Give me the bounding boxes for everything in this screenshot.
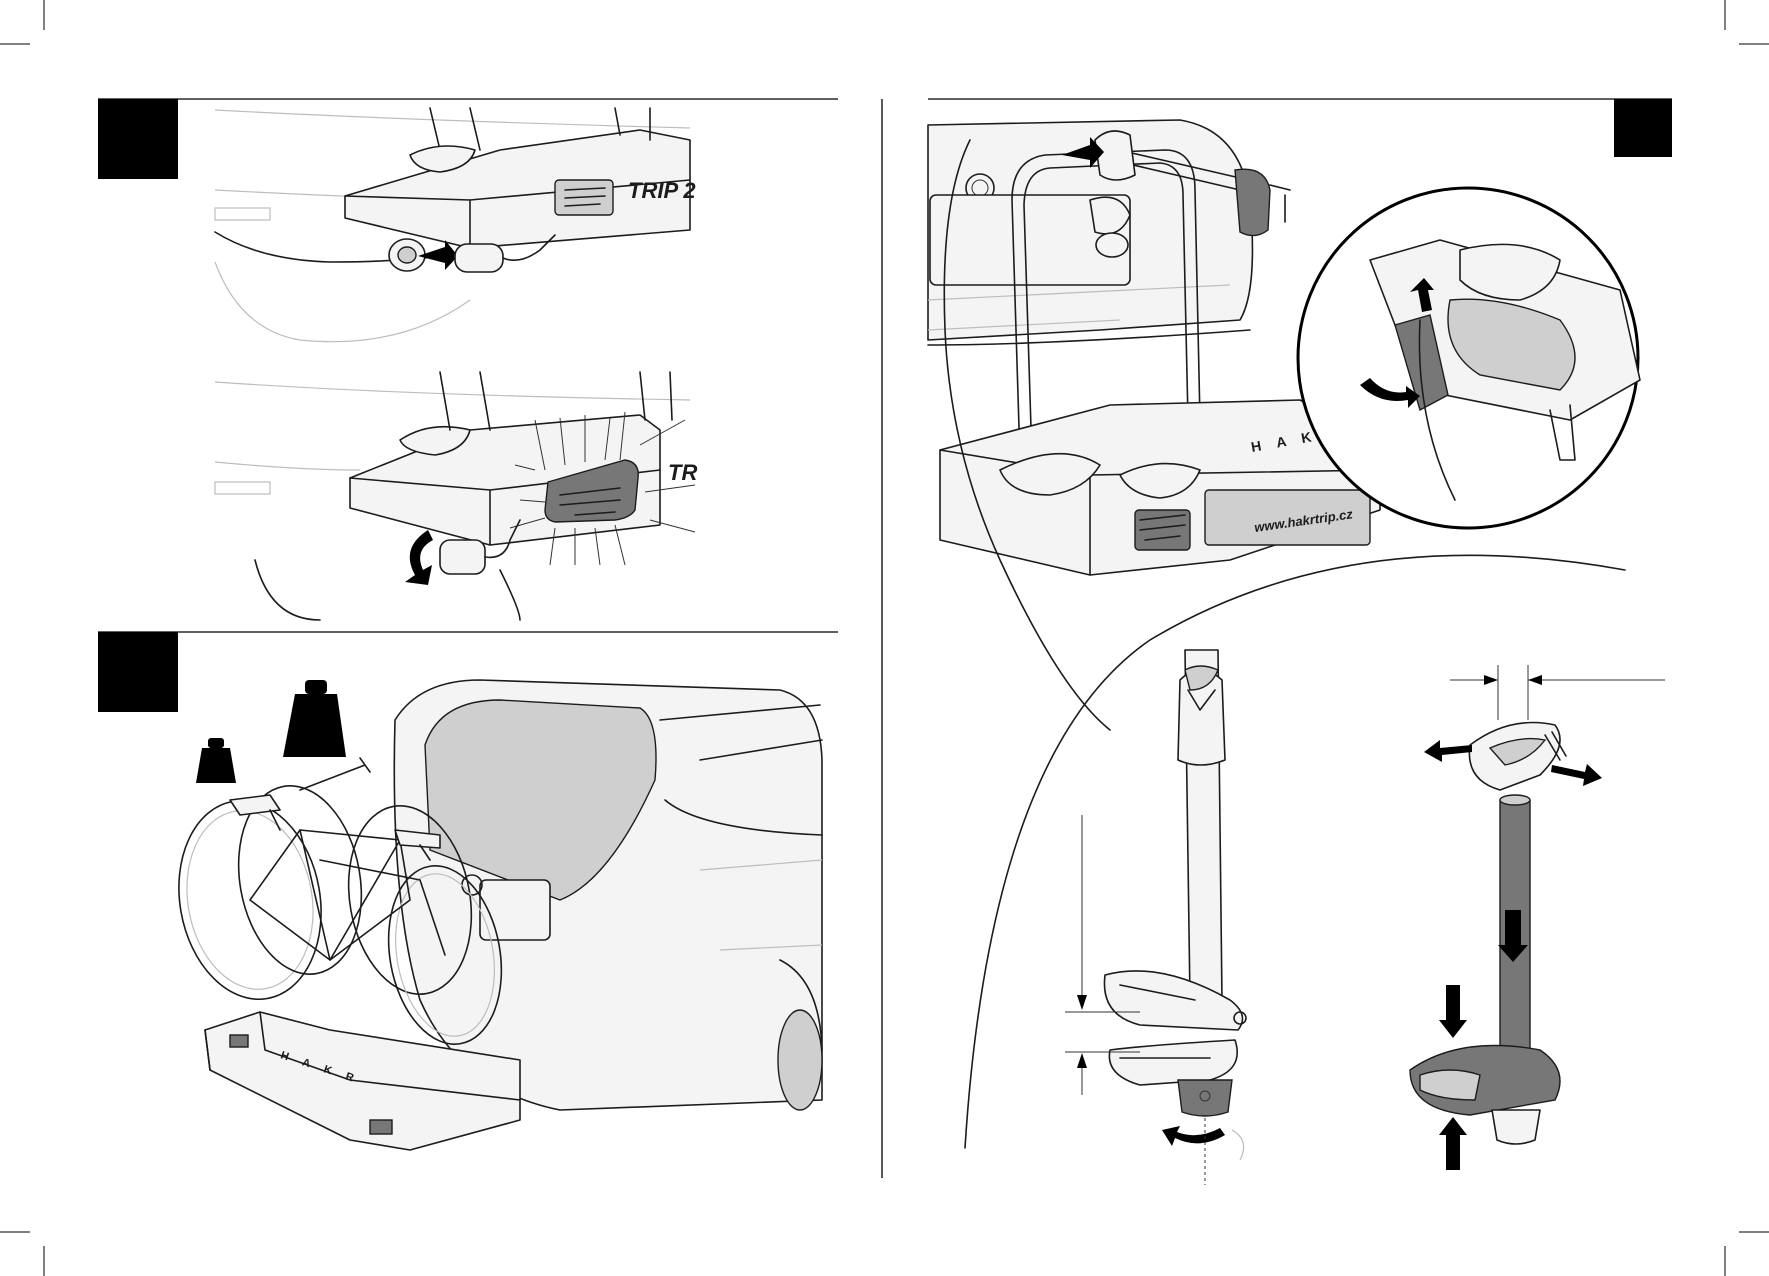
rotate-arrow-icon [405,530,433,585]
panel-clamp-tube [1410,665,1665,1170]
panel-lighting-board: TR [215,372,697,620]
arrow-icon [1439,985,1467,1038]
weight-icon [196,738,236,783]
dimension-arrow-icon [1450,665,1665,720]
panel-clamp-open [1065,650,1246,1185]
step-box-top-right [1614,99,1672,157]
panel-plug-connect: TRIP 2 [215,108,696,342]
panel-loaded-carrier: H A K R [164,680,822,1150]
step-box-top-left [98,99,178,179]
arrow-icon [1551,764,1602,786]
magnifier-detail [1298,188,1640,528]
product-model-short-label: TR [668,460,697,485]
arrow-icon [1424,740,1472,762]
arrow-icon [1439,1117,1467,1170]
weight-icon [283,680,346,757]
step-box-bottom-left [98,632,178,712]
rotate-arrow-icon [1162,1126,1225,1146]
product-model-label: TRIP 2 [628,178,696,203]
